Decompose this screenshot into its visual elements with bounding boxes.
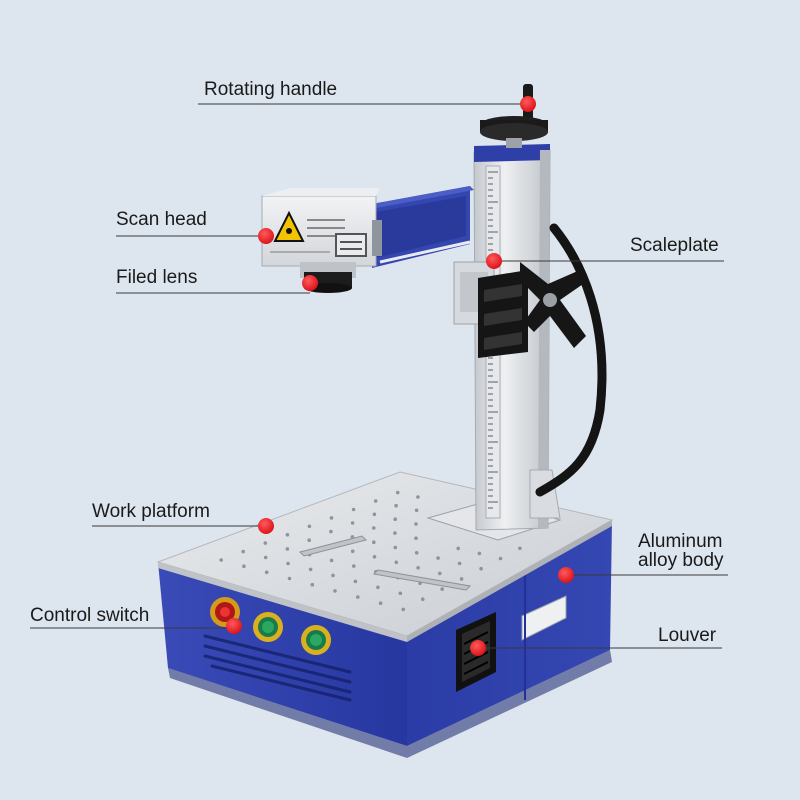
platform-hole: [331, 573, 335, 578]
platform-hole: [350, 549, 355, 554]
leader-lines: [30, 103, 728, 649]
platform-hole: [329, 558, 334, 563]
platform-hole: [285, 532, 290, 537]
platform-hole: [308, 567, 313, 572]
label-filed-lens: Filed lens: [116, 267, 198, 288]
platform-hole: [393, 517, 398, 521]
platform-hole: [395, 490, 400, 495]
platform-hole: [401, 607, 406, 612]
platform-hole: [263, 555, 268, 560]
platform-hole: [416, 566, 420, 570]
platform-hole: [307, 524, 312, 529]
label-scaleplate: Scaleplate: [630, 235, 719, 256]
monitor-mount-bracket: [478, 262, 586, 358]
label-aluminum-body-line1: Aluminum: [638, 531, 723, 552]
platform-hole: [352, 564, 356, 568]
platform-hole: [329, 516, 334, 520]
platform-hole: [285, 547, 290, 551]
platform-hole: [394, 503, 398, 508]
platform-hole: [310, 582, 315, 587]
platform-hole: [353, 579, 358, 584]
marker-louver: [470, 640, 486, 656]
marker-scaleplate: [486, 253, 502, 269]
platform-hole: [438, 571, 442, 576]
scan-head: [261, 188, 382, 267]
platform-hole: [414, 522, 418, 526]
green-button-2: [301, 625, 331, 655]
marker-filed-lens: [302, 275, 318, 291]
platform-hole: [393, 531, 397, 535]
platform-hole: [414, 551, 419, 555]
platform-hole: [436, 556, 440, 560]
platform-hole: [440, 587, 445, 591]
platform-hole: [373, 499, 378, 503]
platform-hole: [416, 495, 420, 499]
platform-hole: [351, 507, 356, 512]
cable: [535, 223, 607, 497]
platform-hole: [498, 556, 503, 561]
marker-aluminum-body: [558, 567, 574, 583]
platform-hole: [421, 597, 425, 601]
platform-hole: [398, 591, 403, 596]
label-scan-head: Scan head: [116, 209, 207, 230]
label-rotating-handle: Rotating handle: [204, 79, 338, 100]
platform-hole: [307, 538, 312, 542]
platform-hole: [219, 558, 223, 562]
label-work-platform: Work platform: [92, 501, 210, 522]
marker-scan-head: [258, 228, 274, 244]
platform-hole: [372, 555, 377, 559]
platform-hole: [393, 545, 398, 550]
green-button-1: [253, 612, 283, 642]
label-louver: Louver: [658, 625, 717, 646]
platform-hole: [518, 546, 522, 551]
platform-hole: [376, 585, 380, 590]
platform-hole: [350, 521, 355, 525]
platform-hole: [414, 508, 419, 513]
marker-rotating-handle: [520, 96, 536, 112]
platform-hole: [457, 561, 462, 566]
platform-hole: [242, 564, 246, 568]
platform-hole: [287, 576, 292, 581]
rotating-handle: [480, 84, 548, 148]
platform-hole: [477, 551, 482, 556]
platform-hole: [414, 536, 418, 540]
platform-hole: [372, 512, 377, 517]
platform-hole: [394, 560, 399, 565]
marker-control-switch: [226, 618, 242, 634]
platform-hole: [286, 561, 290, 566]
platform-hole: [378, 601, 383, 605]
platform-hole: [329, 529, 333, 534]
platform-hole: [356, 595, 360, 599]
platform-hole: [333, 589, 337, 593]
platform-hole: [372, 526, 376, 530]
platform-hole: [241, 549, 245, 554]
platform-hole: [372, 540, 376, 544]
label-control-switch: Control switch: [30, 605, 150, 626]
marker-work-platform: [258, 518, 274, 534]
platform-hole: [263, 541, 268, 545]
platform-hole: [264, 570, 269, 575]
platform-hole: [456, 546, 461, 551]
label-aluminum-body-line2: alloy body: [638, 550, 724, 571]
platform-hole: [479, 566, 483, 571]
callout-markers: [226, 96, 574, 656]
platform-hole: [459, 577, 464, 581]
